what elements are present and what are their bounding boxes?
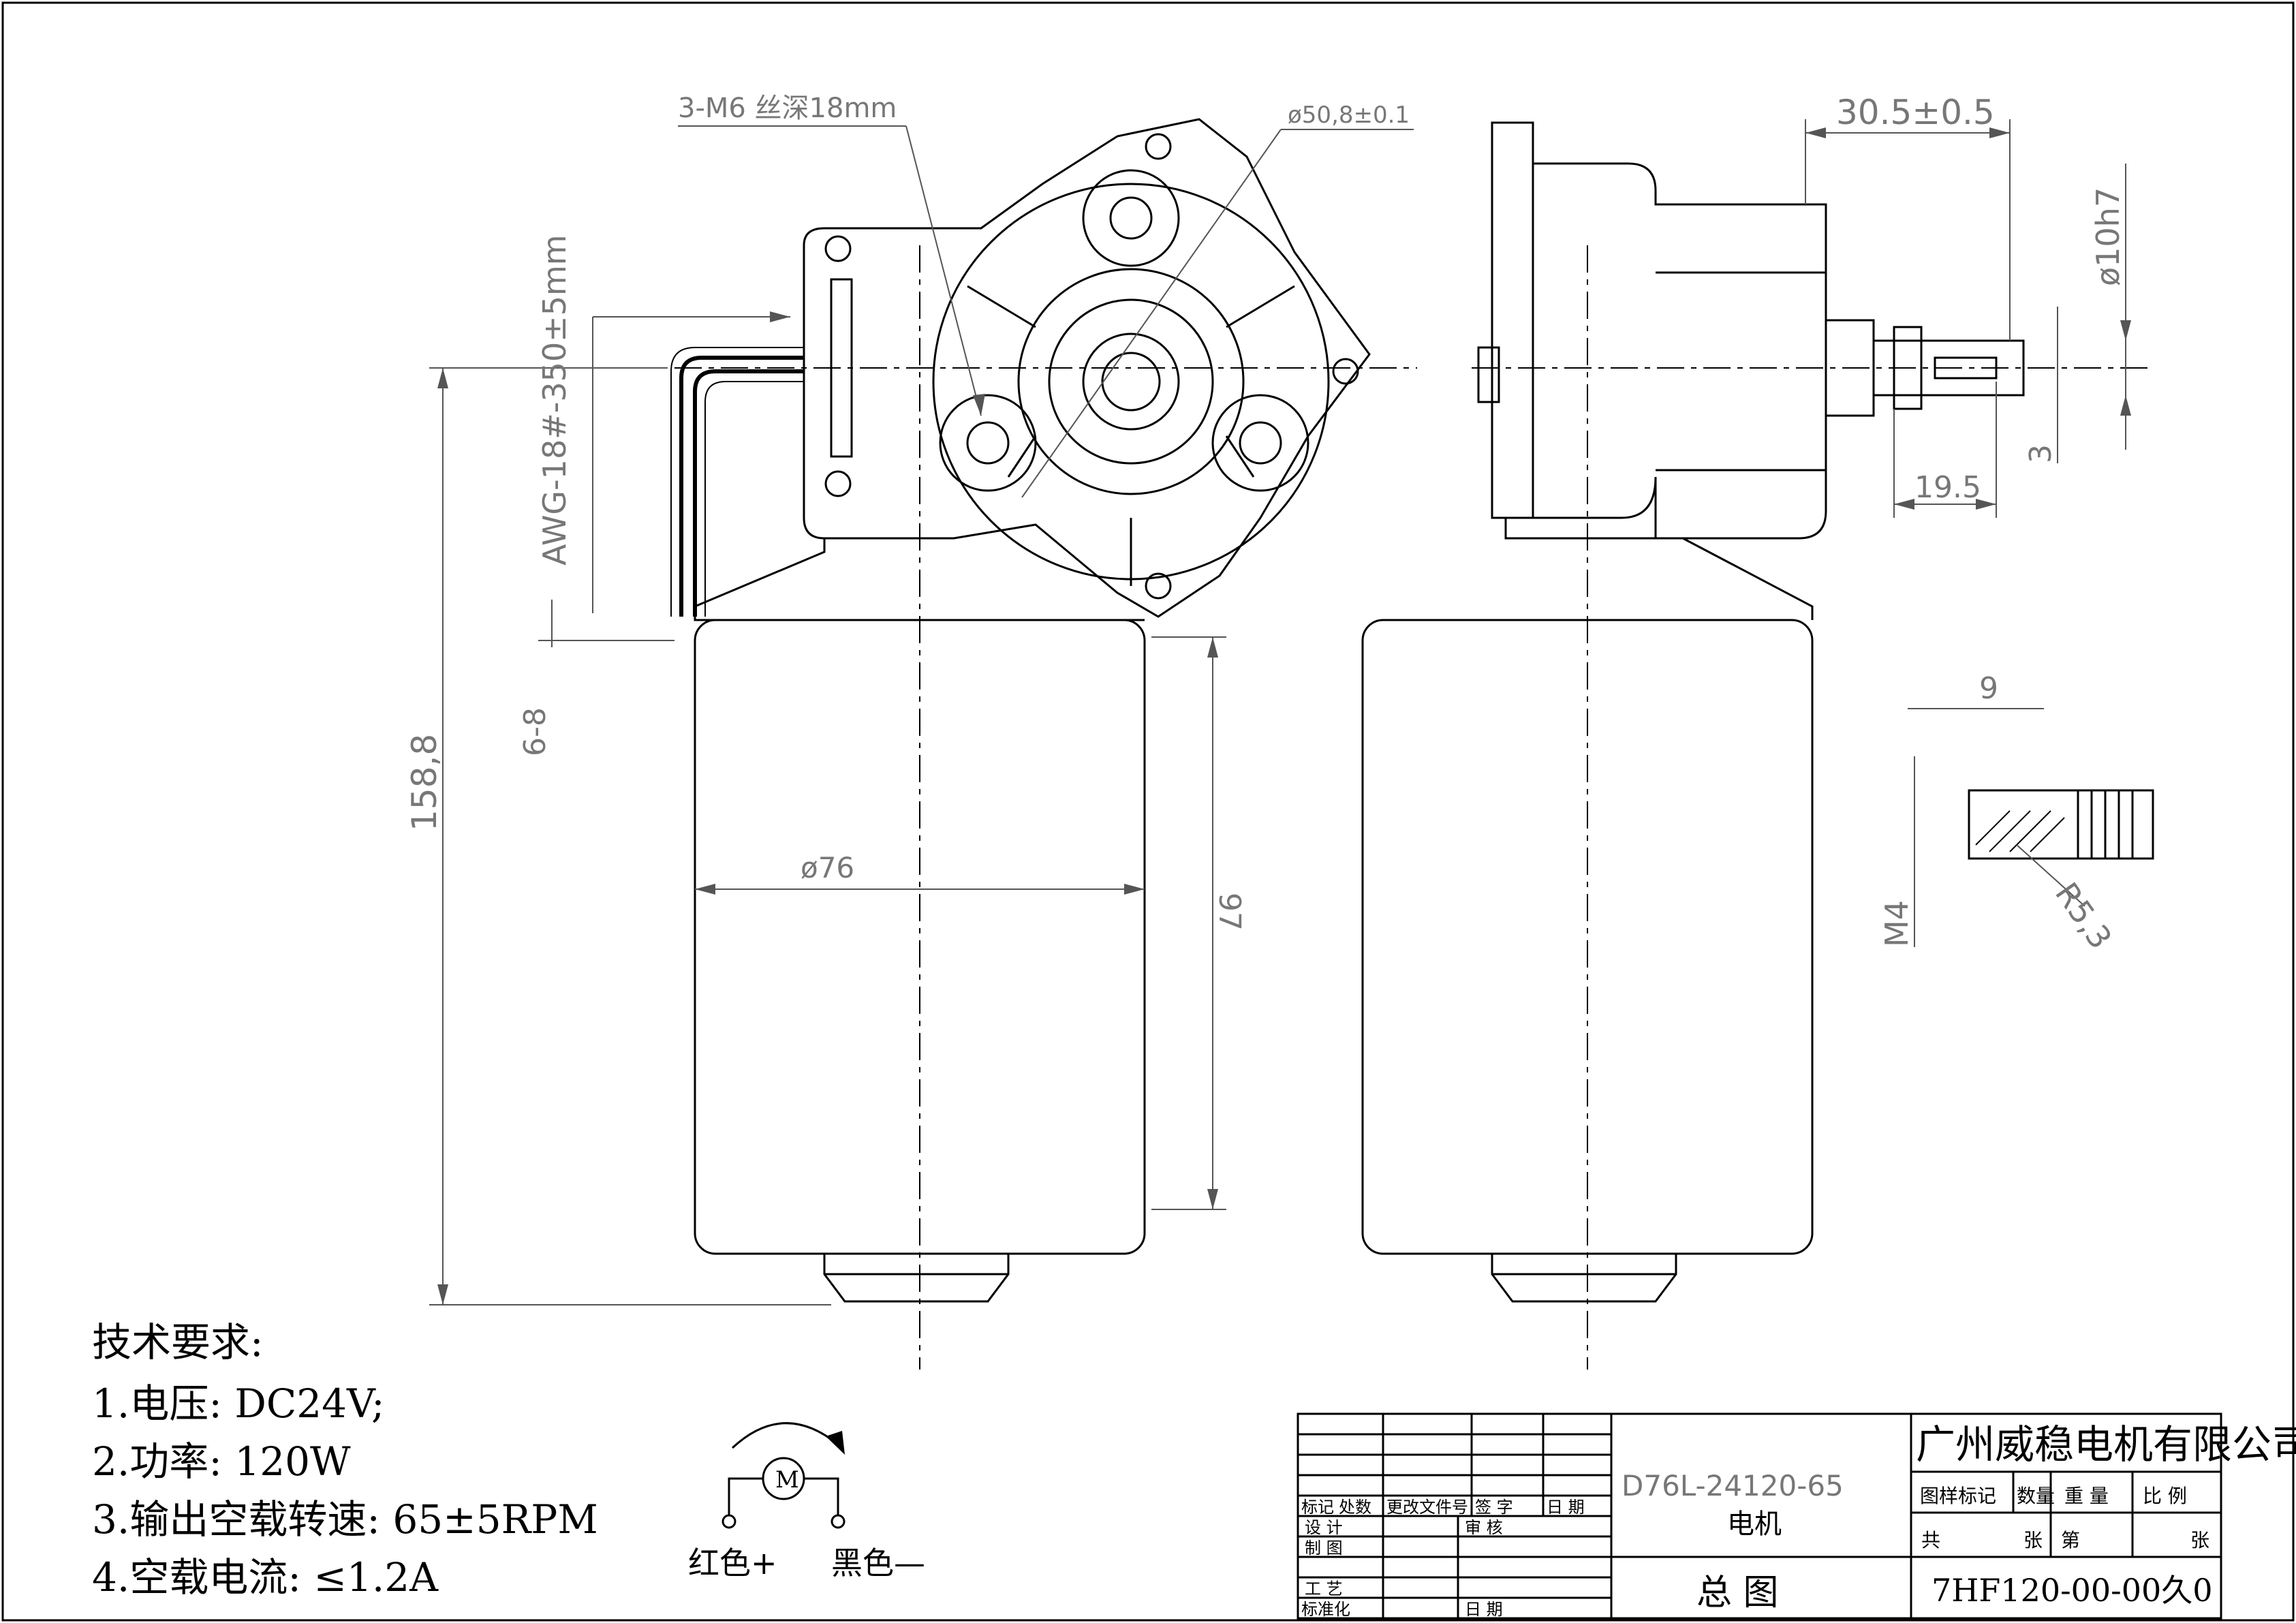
requirement-item: 4.空载电流: ≤1.2A [92, 1554, 439, 1601]
side-seal [1477, 346, 1500, 403]
mount-hole-ml [824, 470, 852, 497]
requirement-item: 1.电压: DC24V; [92, 1380, 385, 1427]
end-shaft-body [1968, 789, 2154, 860]
side-end-cap [1491, 1254, 1677, 1303]
title-sheet-no: 第 [2061, 1529, 2080, 1551]
mount-hole-t [1145, 133, 1172, 160]
title-header-mark: 图样标记 [1920, 1485, 1996, 1507]
hub-inner [1082, 333, 1180, 431]
front-view [670, 118, 1371, 1303]
rotation-arrow-icon [826, 1431, 845, 1455]
rev-date: 日 期 [1547, 1498, 1585, 1517]
dim-pcd: ø50,8±0.1 [1288, 102, 1410, 129]
rev-doc: 更改文件号 [1386, 1498, 1468, 1517]
side-centerlines [1472, 245, 2153, 1370]
requirement-item: 2.功率: 120W [92, 1438, 351, 1485]
dim-shaft-length: 30.5±0.5 [1836, 93, 1995, 132]
title-total-sheets: 共 [1921, 1529, 1940, 1551]
dim-end-radius: R5,3 [2048, 876, 2120, 955]
front-centerlines [443, 245, 1417, 1370]
technical-requirements: 技术要求: 1.电压: DC24V; 2.功率: 120W 3.输出空载转速: … [92, 1319, 598, 1601]
side-neck [1504, 518, 1814, 620]
rev-count: 处数 [1339, 1498, 1371, 1517]
dim-shaft-flat-length: 19.5 [1914, 470, 1981, 505]
title-header-weight: 重 量 [2064, 1485, 2109, 1507]
motor-end-cap [823, 1254, 1010, 1303]
lead-wire-red [679, 356, 804, 617]
end-detail [1968, 789, 2154, 860]
end-hatch [1975, 810, 2065, 852]
wiring-lines [728, 1477, 839, 1516]
title-company: 广州威稳电机有限公司 [1916, 1421, 2296, 1468]
mount-hole-b [1145, 572, 1172, 600]
side-flange [1491, 121, 1534, 519]
title-sheets-unit: 张 [2023, 1529, 2043, 1551]
rotation-arrow-arc [731, 1422, 839, 1449]
title-sheet-no-unit: 张 [2190, 1529, 2209, 1551]
shaft-bore [1101, 352, 1161, 412]
rev-sign: 签 字 [1475, 1498, 1513, 1517]
rev-mark: 标记 [1301, 1498, 1334, 1517]
label-design: 设 计 [1305, 1518, 1343, 1537]
title-model: D76L-24120-65 [1622, 1469, 1844, 1502]
dim-end-thread: M4 [1878, 900, 1915, 947]
boss-left [939, 394, 1037, 492]
wiring-diagram [722, 1422, 846, 1529]
title-name: 电机 [1727, 1509, 1782, 1540]
wire-black-label: 黑色— [831, 1545, 925, 1581]
mount-hole-tl [824, 235, 852, 262]
label-review: 审 核 [1465, 1518, 1503, 1537]
dim-lead-wire: AWG-18#-350±5mm [536, 234, 573, 566]
terminal-negative [831, 1514, 846, 1529]
title-block-grid [1298, 1414, 2221, 1618]
gearbox-housing-outline [803, 118, 1371, 618]
dim-thread-holes: 3-M6 丝深18mm [678, 93, 897, 124]
boss-right-hole [1239, 421, 1282, 465]
title-drawing-type: 总 图 [1696, 1573, 1779, 1613]
hub-mid [1048, 298, 1214, 465]
title-drawing-number: 7HF120-00-00久0 [1932, 1572, 2213, 1609]
side-gearbox [1533, 162, 1827, 540]
dim-body-length: 97 [1212, 893, 1247, 931]
output-shaft [1872, 339, 2025, 397]
dim-total-length: 158,8 [405, 734, 444, 831]
boss-top-hole [1109, 196, 1153, 240]
boss-right [1211, 394, 1309, 492]
dim-shaft-diameter: ø10h7 [2090, 187, 2126, 286]
dimension-arrows [437, 127, 2131, 1305]
requirements-title: 技术要求: [92, 1319, 264, 1365]
dim-body-diameter: ø76 [801, 851, 854, 884]
label-date: 日 期 [1465, 1600, 1503, 1619]
ribs [967, 285, 1295, 586]
label-draft: 制 图 [1305, 1539, 1343, 1558]
title-header-scale: 比 例 [2143, 1485, 2187, 1507]
dim-end-width: 9 [1979, 671, 1998, 706]
motor-symbol-label: M [775, 1466, 799, 1494]
title-header-qty: 数量 [2017, 1485, 2055, 1507]
dim-strip: 6-8 [518, 707, 553, 756]
requirement-item: 3.输出空载转速: 65±5RPM [92, 1496, 598, 1543]
side-gearbox-inner [1656, 271, 1826, 472]
title-block [1297, 1412, 2222, 1620]
lead-wire-black [693, 369, 804, 617]
boss-left-hole [966, 421, 1010, 465]
side-view [1361, 121, 2025, 1303]
label-standard: 标准化 [1301, 1600, 1350, 1619]
dim-flat: 3 [2023, 444, 2058, 463]
end-threads [2077, 790, 2134, 859]
boss-top [1082, 169, 1180, 267]
label-process: 工 艺 [1305, 1579, 1343, 1598]
wire-red-label: 红色+ [688, 1545, 777, 1581]
hub-outer [1017, 268, 1245, 495]
mount-hole-r [1332, 358, 1359, 385]
terminal-positive [722, 1514, 736, 1529]
lead-wire-outline [670, 347, 804, 617]
